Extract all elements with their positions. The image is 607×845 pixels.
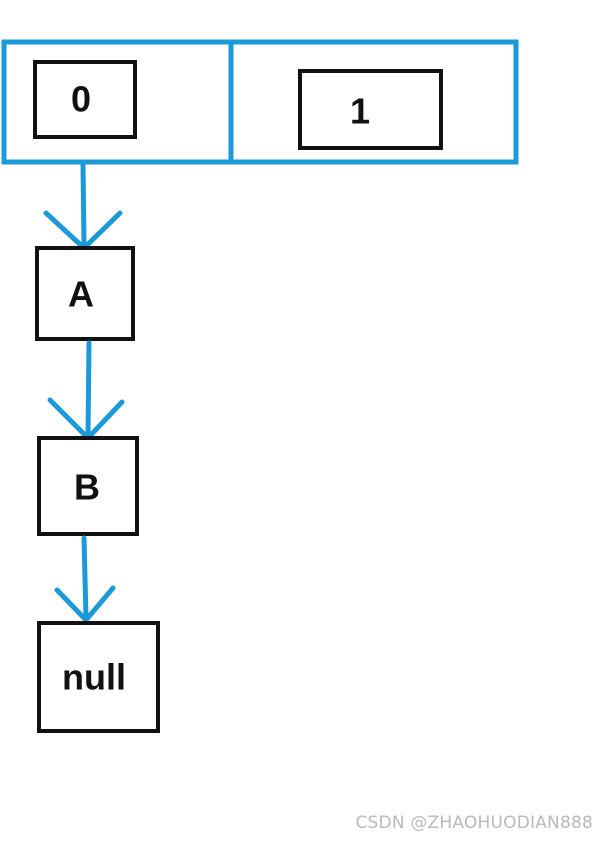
arrow-a-to-b	[47, 340, 125, 442]
array-container	[1, 39, 519, 165]
bucket-1-box	[298, 69, 443, 150]
arrow-shaft	[81, 535, 89, 621]
arrow-shaft	[85, 340, 92, 438]
node-a-label: A	[68, 274, 94, 315]
arrow-head	[54, 585, 116, 624]
bucket-0-box	[33, 60, 137, 139]
arrow-b-to-null	[54, 535, 116, 624]
node-b-box	[37, 436, 139, 536]
node-b-label: B	[74, 467, 100, 508]
node-b: B	[37, 436, 139, 536]
node-a: A	[35, 246, 135, 341]
node-null-box	[37, 621, 160, 733]
bucket-0-label: 0	[71, 79, 91, 120]
bucket-1-label: 1	[350, 91, 370, 132]
node-null: null	[37, 621, 160, 733]
arrow-shaft	[80, 162, 87, 248]
node-null-label: null	[62, 657, 126, 698]
arrow-bucket0-to-a	[43, 162, 123, 252]
bucket-1: 1	[298, 69, 443, 150]
node-a-box	[35, 246, 135, 341]
bucket-0: 0	[33, 60, 137, 139]
array-outline	[1, 39, 519, 165]
watermark-text: CSDN @ZHAOHUODIAN888	[355, 813, 593, 833]
